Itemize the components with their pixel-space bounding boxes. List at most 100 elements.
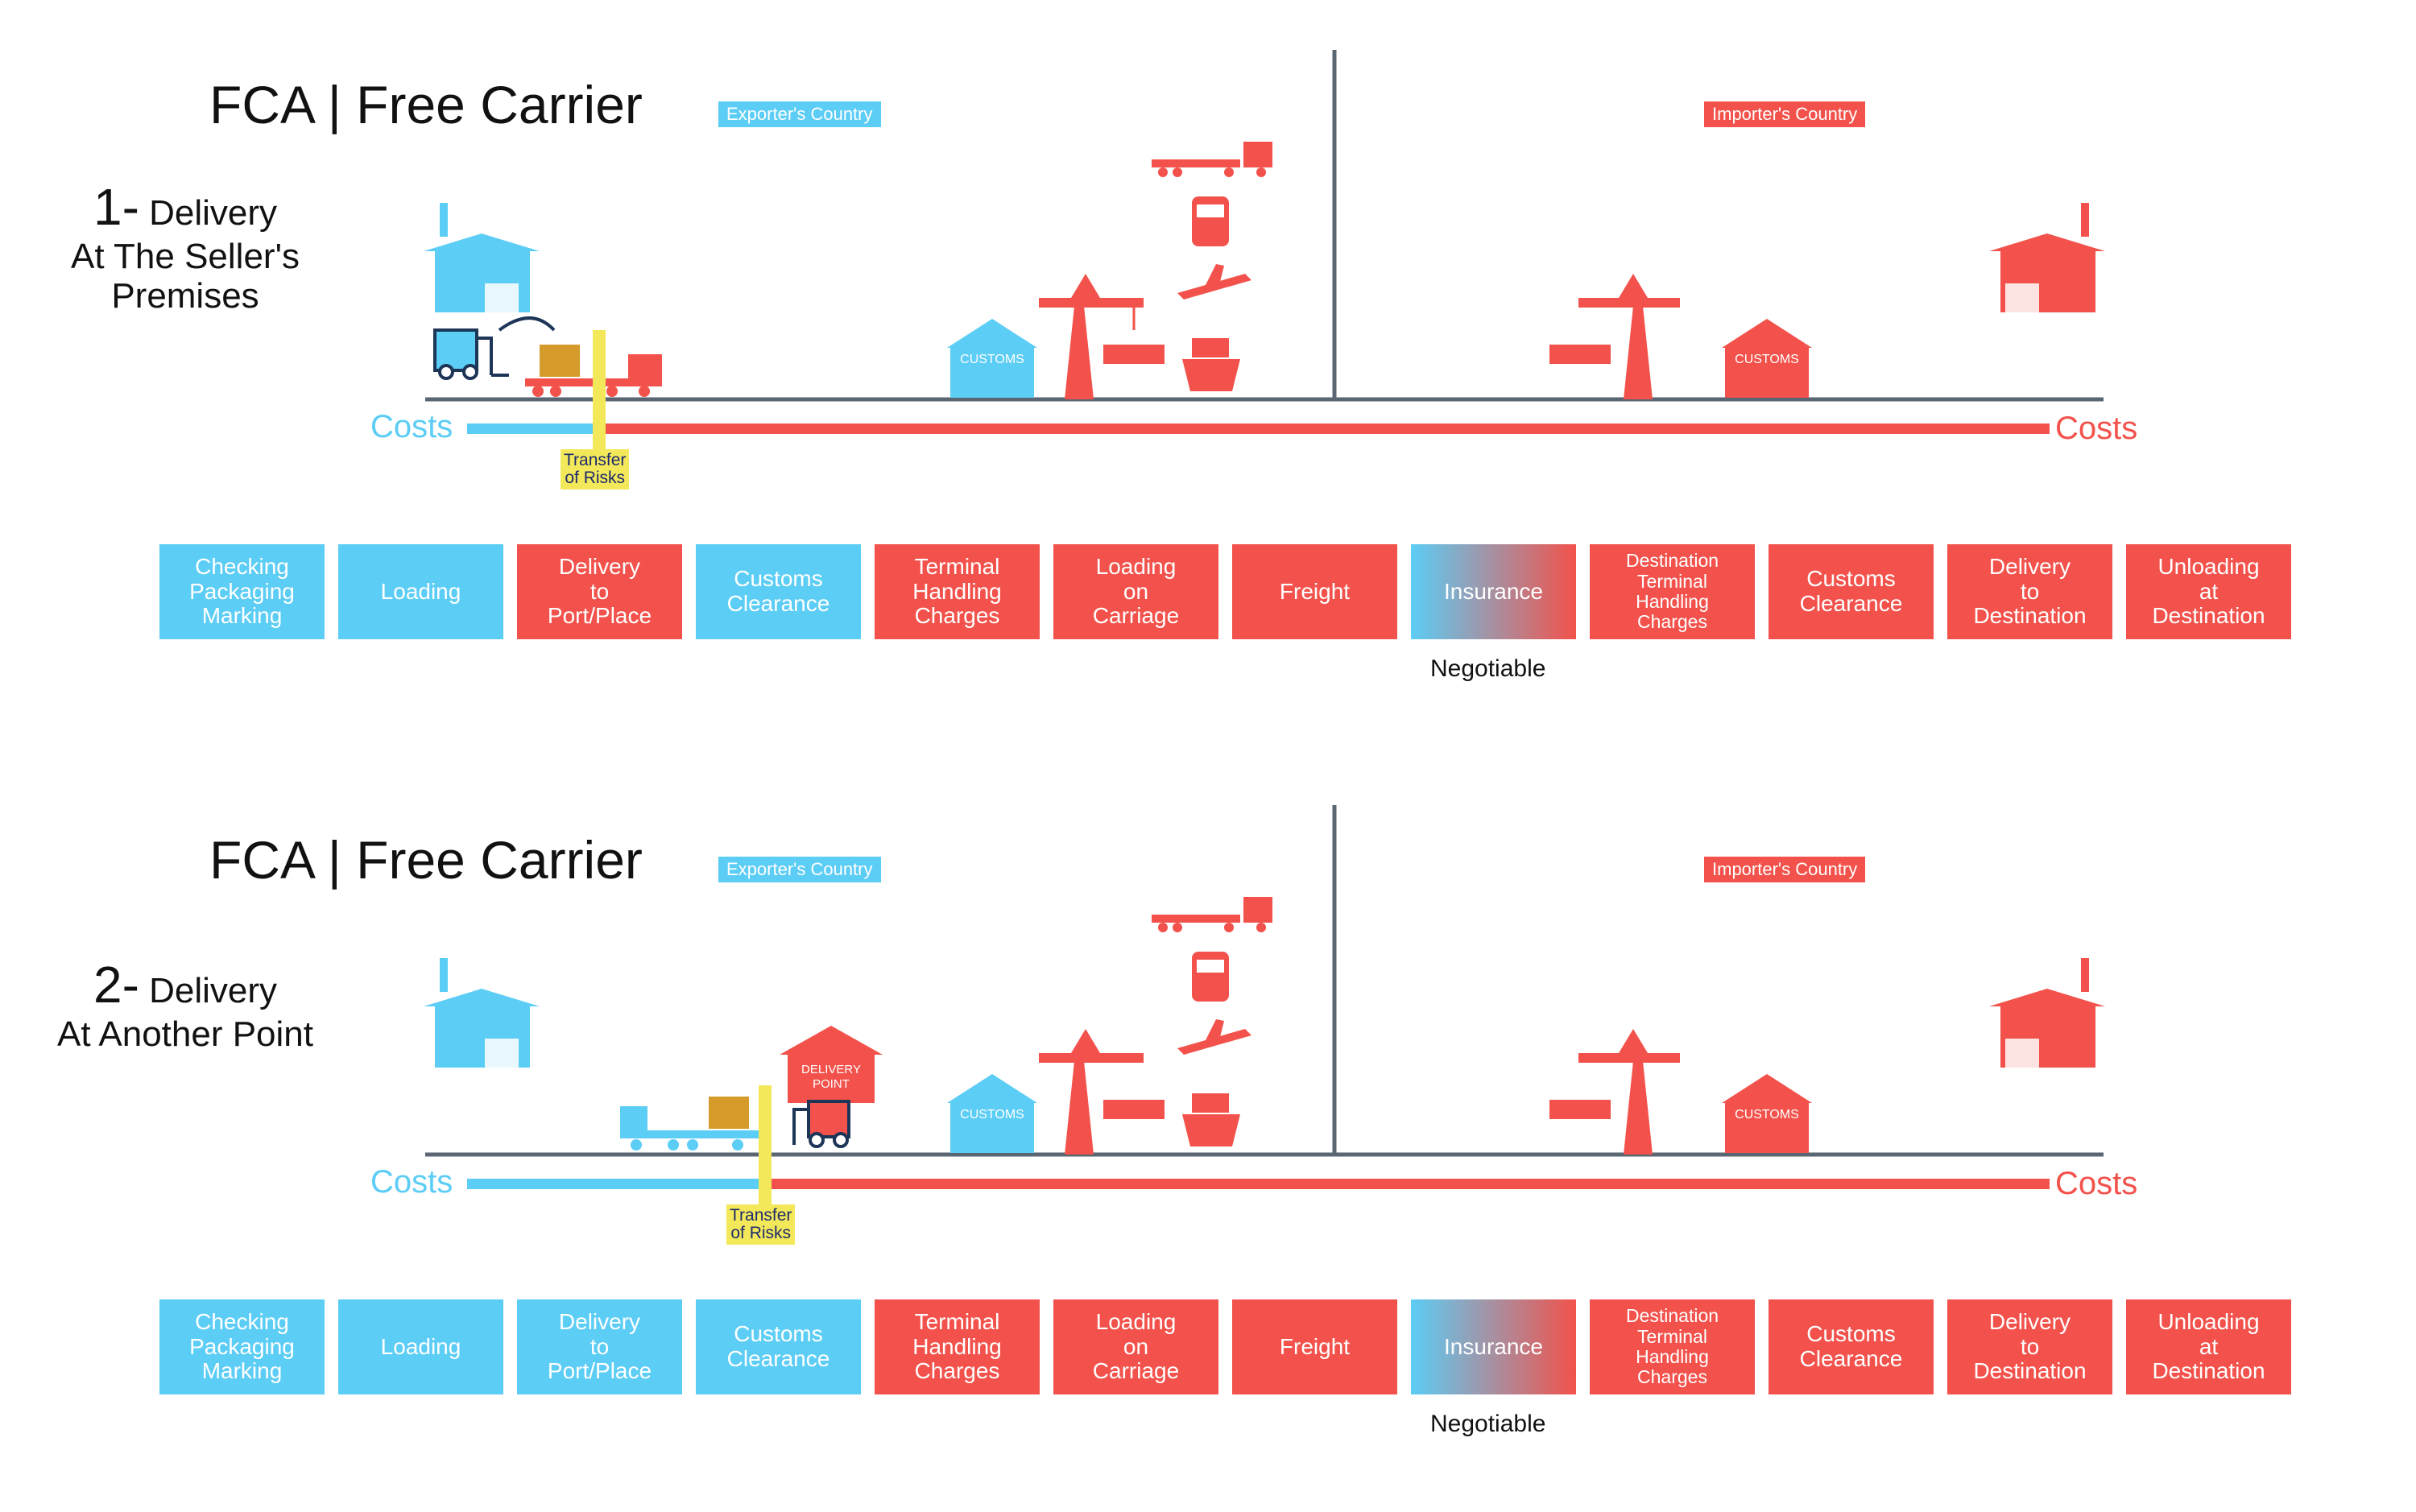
seller-cost-bar: [467, 423, 600, 434]
buyer-warehouse-icon: [1989, 203, 2105, 312]
port-crane-icon: [1549, 274, 1680, 399]
step-label: Unloading at Destination: [2152, 1308, 2265, 1384]
step-label: Destination Terminal Handling Charges: [1625, 1305, 1719, 1388]
step-cell: Freight: [1232, 544, 1397, 639]
exporter-country-label: Exporter's Country: [718, 101, 881, 127]
fca-panel-1: FCA | Free Carrier 1- Delivery At The Se…: [0, 50, 2416, 682]
step-cell: Insurance: [1411, 1299, 1576, 1394]
risk-line-1: Transfer: [564, 451, 627, 469]
customs-label: CUSTOMS: [1735, 1108, 1799, 1122]
step-label: Customs Clearance: [726, 566, 830, 616]
step-label: Destination Terminal Handling Charges: [1625, 550, 1719, 633]
case-line-1: Delivery: [149, 193, 278, 233]
step-label: Loading on Carriage: [1092, 553, 1180, 629]
step-cell: Unloading at Destination: [2126, 1299, 2291, 1394]
import-customs-icon: [1722, 319, 1812, 398]
step-cell: Delivery to Destination: [1947, 1299, 2112, 1394]
exporter-country-label: Exporter's Country: [718, 857, 881, 882]
step-cell: Customs Clearance: [1769, 1299, 1934, 1394]
step-cell: Loading: [338, 544, 503, 639]
step-label: Loading: [380, 578, 461, 604]
step-label: Freight: [1279, 1333, 1351, 1359]
case-line-3: Premises: [111, 275, 259, 316]
export-customs-icon: [947, 1074, 1037, 1153]
ship-icon: [1182, 1093, 1240, 1146]
step-cell: Checking Packaging Marking: [159, 1299, 325, 1394]
step-label: Checking Packaging Marking: [189, 553, 295, 629]
risk-line-2: of Risks: [730, 1224, 792, 1242]
step-label: Unloading at Destination: [2152, 553, 2265, 629]
train-icon: [1192, 196, 1229, 246]
seller-warehouse-icon: [424, 958, 540, 1068]
step-cell: Loading on Carriage: [1053, 1299, 1218, 1394]
step-cell: Destination Terminal Handling Charges: [1590, 544, 1755, 639]
delivery-point-icon: [780, 1026, 883, 1103]
step-label: Insurance: [1444, 1333, 1543, 1359]
case-number: 1-: [93, 178, 139, 236]
train-icon: [1192, 952, 1229, 1002]
truck-icon: [620, 1097, 760, 1151]
risk-transfer-label: Transfer of Risks: [561, 449, 630, 490]
step-cell: Freight: [1232, 1299, 1397, 1394]
step-cell: Checking Packaging Marking: [159, 544, 325, 639]
step-label: Customs Clearance: [726, 1321, 830, 1371]
step-cell: Loading: [338, 1299, 503, 1394]
steps-row: Checking Packaging Marking Loading Deliv…: [0, 544, 2416, 641]
step-cell: Customs Clearance: [696, 1299, 861, 1394]
importer-country-label: Importer's Country: [1704, 857, 1866, 882]
buyer-warehouse-icon: [1989, 958, 2105, 1068]
step-cell: Delivery to Destination: [1947, 544, 2112, 639]
buyer-cost-bar: [600, 423, 2050, 434]
step-label: Insurance: [1444, 578, 1543, 604]
step-cell: Customs Clearance: [1769, 544, 1934, 639]
step-label: Customs Clearance: [1799, 1321, 1903, 1371]
step-label: Loading on Carriage: [1092, 1308, 1180, 1384]
case-line-2: At The Seller's: [71, 236, 300, 276]
port-crane-icon: [1549, 1029, 1680, 1155]
risk-transfer-label: Transfer of Risks: [726, 1204, 796, 1245]
seller-cost-bar: [467, 1179, 765, 1189]
customs-label: CUSTOMS: [960, 353, 1024, 366]
forklift-icon: [792, 1100, 850, 1148]
step-label: Freight: [1279, 578, 1351, 604]
step-label: Loading: [380, 1333, 461, 1359]
airplane-icon: [1177, 1019, 1251, 1055]
negotiable-label: Negotiable: [1430, 655, 1546, 682]
case-heading: 2- Delivery At Another Point: [48, 956, 322, 1054]
forklift-icon: [433, 316, 556, 380]
risk-transfer-post: [593, 330, 606, 451]
customs-label: CUSTOMS: [960, 1108, 1024, 1122]
semi-truck-icon: [1152, 142, 1272, 177]
flow-illustration: [424, 50, 2105, 451]
step-label: Customs Clearance: [1799, 566, 1903, 616]
step-label: Delivery to Port/Place: [547, 553, 652, 629]
importer-country-label: Importer's Country: [1704, 101, 1866, 127]
step-label: Delivery to Destination: [1973, 1308, 2087, 1384]
risk-transfer-post: [759, 1085, 772, 1206]
port-crane-icon: [1039, 274, 1165, 399]
step-label: Delivery to Destination: [1973, 553, 2087, 629]
costs-label-right: Costs: [2055, 411, 2138, 446]
step-cell: Delivery to Port/Place: [517, 544, 682, 639]
semi-truck-icon: [1152, 897, 1272, 932]
step-cell: Insurance: [1411, 544, 1576, 639]
step-cell: Customs Clearance: [696, 544, 861, 639]
risk-line-2: of Risks: [565, 469, 626, 487]
costs-label-left: Costs: [370, 409, 453, 444]
export-customs-icon: [947, 319, 1037, 398]
fca-panel-2: FCA | Free Carrier 2- Delivery At Anothe…: [0, 755, 2416, 1512]
step-cell: Terminal Handling Charges: [875, 1299, 1040, 1394]
import-customs-icon: [1722, 1074, 1812, 1153]
seller-warehouse-icon: [424, 203, 540, 312]
buyer-cost-bar: [765, 1179, 2050, 1189]
step-label: Terminal Handling Charges: [912, 1308, 1002, 1384]
case-number: 2-: [93, 956, 139, 1014]
delivery-point-label: DELIVERY POINT: [801, 1063, 861, 1091]
truck-icon: [525, 345, 662, 397]
step-label: Delivery to Port/Place: [547, 1308, 652, 1384]
step-cell: Delivery to Port/Place: [517, 1299, 682, 1394]
costs-label-left: Costs: [370, 1164, 453, 1200]
step-label: Terminal Handling Charges: [912, 553, 1002, 629]
step-cell: Destination Terminal Handling Charges: [1590, 1299, 1755, 1394]
customs-label: CUSTOMS: [1735, 353, 1799, 366]
